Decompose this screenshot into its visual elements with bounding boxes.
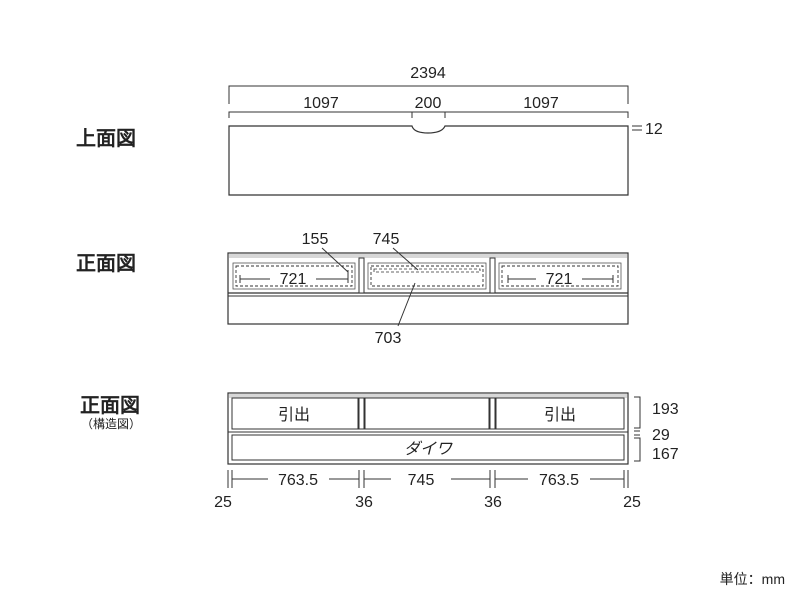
structure-view-label: 正面図 bbox=[80, 395, 140, 417]
width-745-value: 745 bbox=[408, 472, 435, 489]
thickness-marker bbox=[632, 125, 642, 131]
partition-right bbox=[489, 397, 496, 430]
left-opening bbox=[232, 262, 356, 290]
front-partition-left bbox=[358, 257, 365, 294]
bottom-compartment bbox=[231, 434, 625, 461]
front-top-band bbox=[229, 254, 627, 258]
dim-703-value: 703 bbox=[375, 330, 402, 347]
width-36-right-value: 36 bbox=[484, 494, 502, 511]
front-view: 正面図 721 721 155 745 703 bbox=[76, 231, 629, 347]
right-segment-value: 1097 bbox=[523, 95, 559, 112]
height-dim-lines bbox=[634, 396, 641, 462]
leader-745 bbox=[392, 247, 419, 271]
structure-top-band bbox=[229, 394, 627, 398]
center-hidden-box bbox=[370, 265, 484, 287]
unit-label: 単位：mm bbox=[720, 571, 785, 587]
width-763-right-value: 763.5 bbox=[539, 472, 579, 489]
structure-view-sublabel: （構造図） bbox=[81, 417, 141, 431]
center-hidden-box-inner bbox=[373, 268, 481, 273]
left-721-dim-line bbox=[239, 270, 349, 283]
center-opening bbox=[367, 262, 487, 290]
overall-width-dimension-line bbox=[228, 85, 629, 104]
front-view-label: 正面図 bbox=[76, 253, 136, 275]
center-segment-value: 200 bbox=[415, 95, 442, 112]
right-721-dim-line bbox=[507, 275, 614, 283]
top-view: 上面図 2394 1097 200 1097 12 bbox=[76, 65, 663, 196]
width-25-right-value: 25 bbox=[623, 494, 641, 511]
leader-703 bbox=[397, 282, 416, 327]
top-panel bbox=[228, 125, 629, 196]
drawer-left-label: 引出 bbox=[278, 406, 310, 424]
drawer-right-label: 引出 bbox=[544, 406, 576, 424]
segment-dimension-line bbox=[228, 111, 629, 118]
structure-view: 正面図 （構造図） 引出 引出 ダイワ 193 29 167 763.5 745… bbox=[80, 392, 679, 511]
front-outer-frame bbox=[227, 252, 629, 325]
bottom-label: ダイワ bbox=[404, 440, 453, 458]
left-segment-value: 1097 bbox=[303, 95, 339, 112]
dim-745-value: 745 bbox=[373, 231, 400, 248]
width-25-left-value: 25 bbox=[214, 494, 232, 511]
dim-155-value: 155 bbox=[302, 231, 329, 248]
partition-left bbox=[358, 397, 365, 430]
right-opening bbox=[498, 262, 622, 290]
drawer-right bbox=[495, 397, 625, 430]
width-763-left-value: 763.5 bbox=[278, 472, 318, 489]
height-167-value: 167 bbox=[652, 446, 679, 463]
right-hidden-box bbox=[501, 265, 619, 287]
left-hidden-box bbox=[235, 265, 353, 287]
left-721-value: 721 bbox=[280, 271, 307, 288]
overall-width-value: 2394 bbox=[410, 65, 446, 82]
leader-155 bbox=[321, 247, 349, 273]
front-partition-right bbox=[489, 257, 496, 294]
right-721-value: 721 bbox=[546, 271, 573, 288]
center-compartment bbox=[364, 397, 490, 430]
height-193-value: 193 bbox=[652, 401, 679, 418]
width-36-left-value: 36 bbox=[355, 494, 373, 511]
top-view-label: 上面図 bbox=[76, 127, 136, 150]
drawer-left bbox=[231, 397, 359, 430]
thickness-value: 12 bbox=[645, 121, 663, 138]
height-29-value: 29 bbox=[652, 427, 670, 444]
